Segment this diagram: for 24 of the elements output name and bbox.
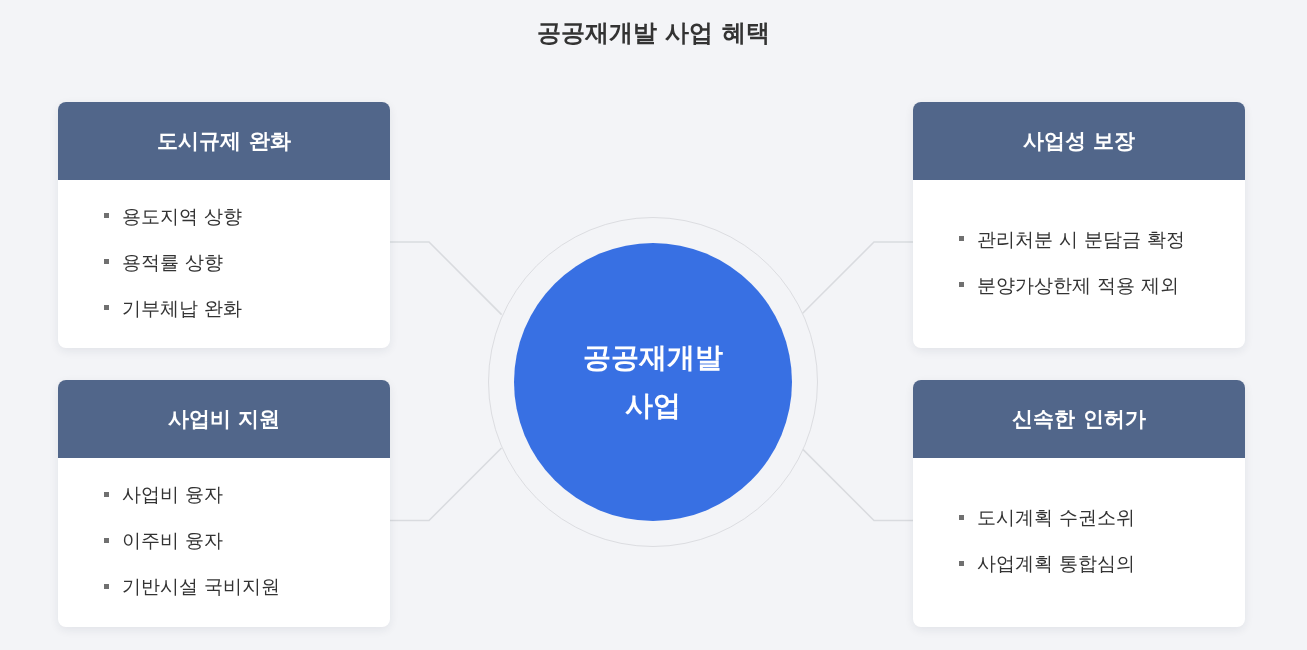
benefit-card [913, 102, 1245, 348]
list-item-text: 분양가상한제 적용 제외 [977, 272, 1180, 298]
list-item-text: 기반시설 국비지원 [122, 574, 281, 599]
card-header: 도시규제 완화 [58, 102, 390, 180]
benefit-card [913, 380, 1245, 627]
card-header: 사업비 지원 [58, 380, 390, 458]
benefit-card [58, 380, 390, 627]
connector-line [801, 241, 914, 315]
list-item-text: 사업계획 통합심의 [977, 551, 1136, 576]
connector-line [802, 448, 914, 522]
list-item-text: 이주비 융자 [122, 528, 224, 553]
card-header: 신속한 인허가 [913, 380, 1245, 458]
list-item-text: 용도지역 상향 [122, 203, 243, 229]
card-header: 사업성 보장 [913, 102, 1245, 180]
list-item-text: 사업비 융자 [122, 482, 224, 507]
list-item-text: 도시계획 수권소위 [977, 505, 1136, 530]
connector-line [389, 447, 503, 522]
diagram-title: 공공재개발 사업 혜택 [537, 18, 770, 49]
list-item-text: 관리처분 시 분담금 확정 [977, 226, 1186, 252]
benefit-card [58, 102, 390, 348]
list-item-text: 기부체납 완화 [122, 295, 243, 321]
hub-label: 공공재개발 사업 [581, 339, 724, 424]
connector-line [389, 241, 503, 316]
list-item-text: 용적률 상향 [122, 249, 224, 275]
